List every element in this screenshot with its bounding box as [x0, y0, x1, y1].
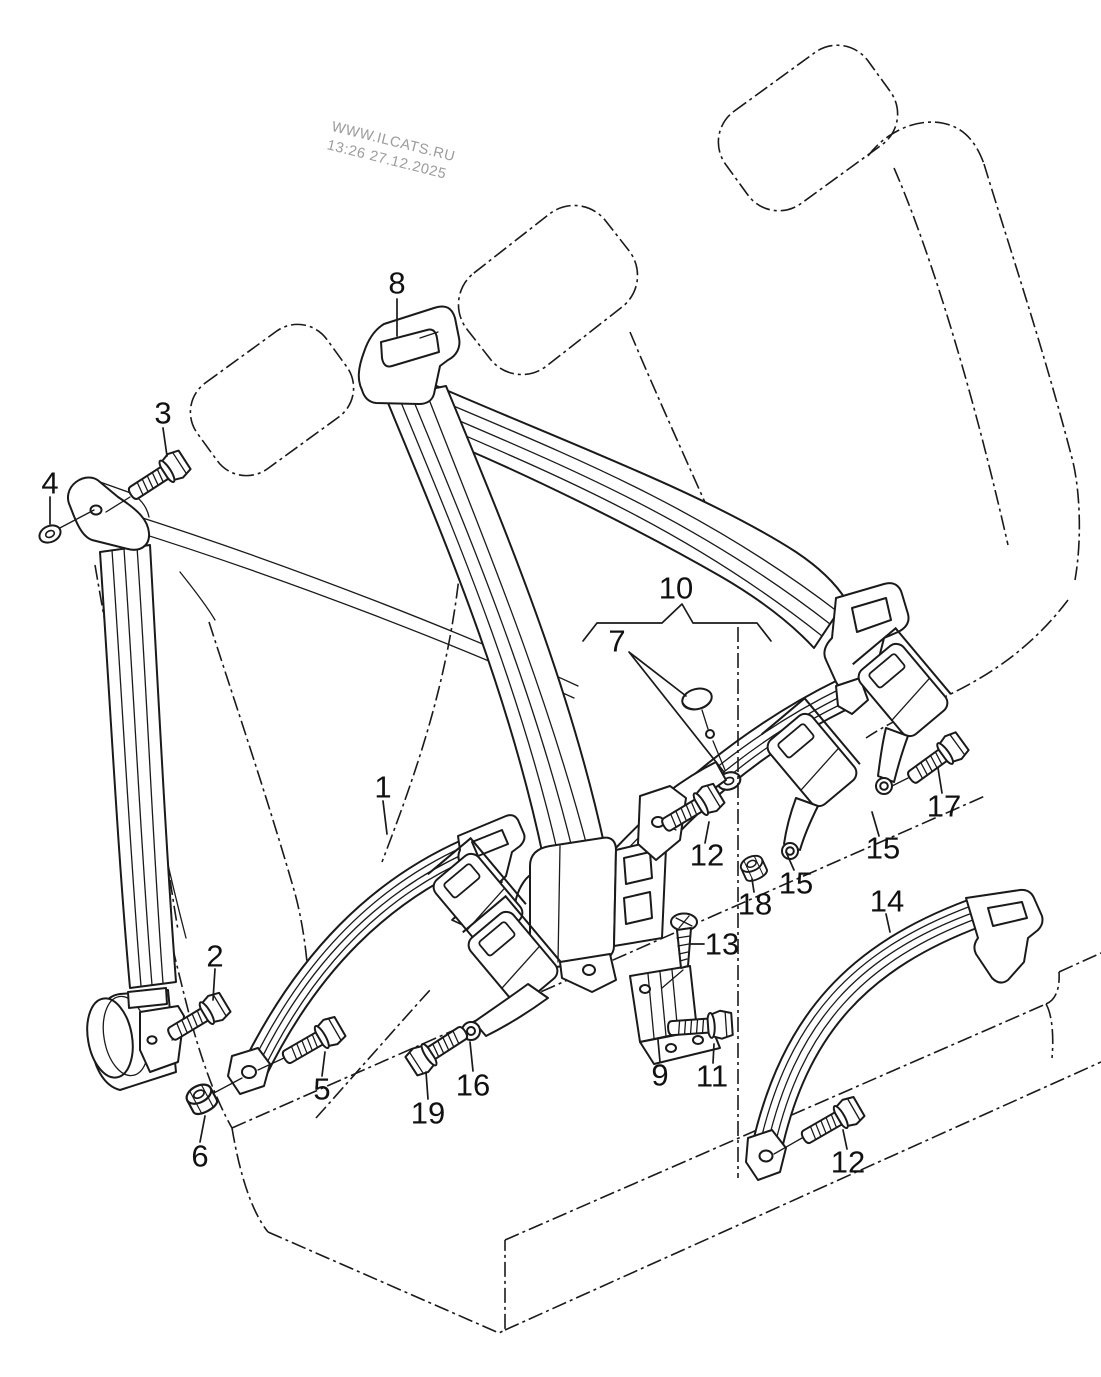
- seat-outlines: [94, 44, 1101, 1334]
- buckle-pair-16: [422, 837, 568, 1044]
- left-belt-upper-anchor: [55, 476, 151, 551]
- callout-4: 4: [41, 465, 59, 501]
- washer-4: [35, 521, 65, 547]
- bolt-17: [901, 728, 972, 792]
- belt-14-tongue: [965, 888, 1044, 984]
- button-7-and-washer: [681, 687, 744, 794]
- nut-18: [737, 851, 770, 885]
- callout-12-centre: 12: [689, 837, 725, 873]
- left-belt-retractor: [86, 987, 191, 1091]
- callout-12-right: 12: [830, 1144, 866, 1180]
- callout-17: 17: [926, 788, 962, 824]
- callout-8: 8: [388, 265, 406, 301]
- left-headrest-outline: [189, 323, 355, 477]
- bolt-3: [122, 447, 194, 508]
- callout-19: 19: [410, 1095, 446, 1131]
- callout-16: 16: [455, 1067, 491, 1103]
- callout-6: 6: [191, 1138, 209, 1174]
- buckle-pair-15: [756, 627, 958, 860]
- callout-13: 13: [704, 926, 740, 962]
- callout-7: 7: [608, 623, 626, 659]
- lap-belt-14: [745, 888, 1044, 1181]
- screw-13: [661, 912, 698, 989]
- callout-2: 2: [206, 938, 224, 974]
- callout-9: 9: [651, 1057, 669, 1093]
- callout-15-left: 15: [778, 865, 814, 901]
- callout-leaders: [49, 298, 943, 1178]
- middle-belt-retractor: [512, 836, 667, 993]
- mount-bracket-9: [629, 965, 721, 1065]
- right-headrest-outline: [717, 44, 899, 212]
- belt-guide-8: [357, 305, 461, 405]
- bolt-12-right: [795, 1093, 867, 1152]
- middle-headrest-outline: [457, 204, 639, 376]
- callout-1: 1: [374, 769, 392, 805]
- group-10-bracket: [582, 603, 772, 642]
- callout-3: 3: [154, 395, 172, 431]
- nut-6: [182, 1079, 221, 1119]
- callout-10: 10: [658, 570, 694, 606]
- callout-11: 11: [695, 1058, 729, 1094]
- callout-15-right: 15: [865, 830, 901, 866]
- callout-18: 18: [737, 886, 773, 922]
- callout-14: 14: [869, 883, 905, 919]
- callout-5: 5: [313, 1071, 331, 1107]
